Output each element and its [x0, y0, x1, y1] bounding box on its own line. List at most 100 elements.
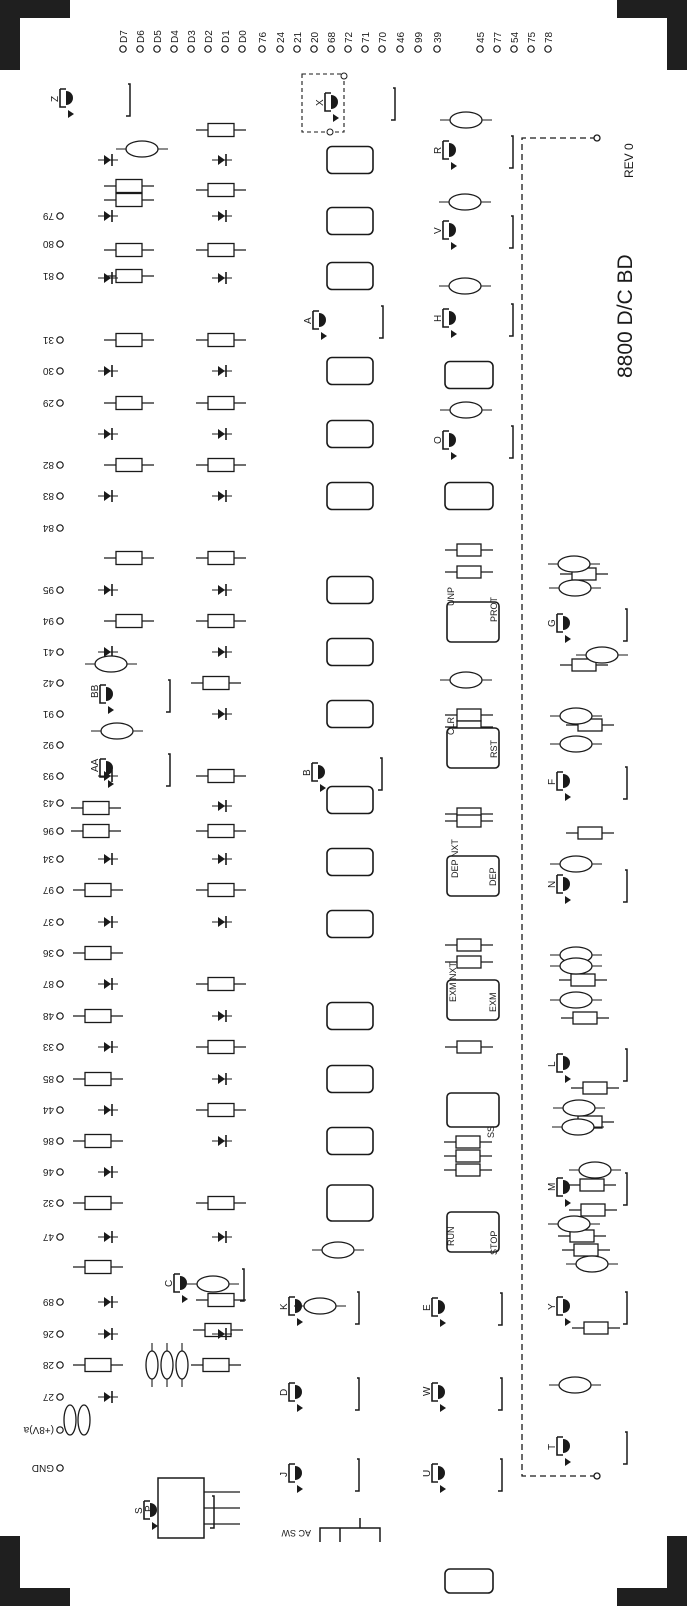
- capacitor-body: [562, 1099, 596, 1117]
- resistor-body: [115, 178, 143, 194]
- left-pin-pad: [56, 336, 64, 344]
- diode-triangle: [218, 647, 225, 657]
- top-pin-pad: [476, 45, 484, 53]
- led-bracket: [556, 1296, 563, 1316]
- capacitor: [576, 646, 628, 664]
- capacitor: [187, 1275, 239, 1293]
- x-terminal-bottom: [326, 128, 334, 136]
- switch-run-stop: [446, 1211, 500, 1253]
- component-label: N: [547, 881, 558, 888]
- component-v: V: [433, 215, 514, 250]
- resistor-body: [455, 1149, 481, 1163]
- ac-switch-mark: AC SW: [281, 1518, 381, 1542]
- diode: [212, 490, 232, 502]
- switch-clr-rst: [446, 727, 500, 769]
- top-pin: D2: [204, 30, 215, 53]
- capacitor-body: [559, 855, 593, 873]
- switch-label: CLR: [446, 716, 456, 735]
- top-pin-pad: [510, 45, 518, 53]
- left-pin: 30: [42, 365, 64, 376]
- left-pin-pad: [56, 949, 64, 957]
- left-pin-label: 47: [42, 1231, 54, 1242]
- top-pin: 54: [510, 31, 521, 53]
- resistor-body: [115, 457, 143, 473]
- top-pin-label: 24: [276, 31, 287, 43]
- top-pin-label: 71: [361, 31, 372, 43]
- left-pin: 26: [42, 1328, 64, 1339]
- component-u: U: [422, 1458, 503, 1493]
- resistor-body: [84, 1259, 112, 1275]
- capacitor: [440, 111, 492, 129]
- top-pin-label: D1: [221, 30, 232, 43]
- left-pin-pad: [56, 367, 64, 375]
- component-label: P: [144, 1505, 155, 1512]
- led-arrow: [565, 1075, 571, 1083]
- ic-footprint: [326, 1184, 374, 1222]
- led-dome: [318, 765, 325, 779]
- left-pin-pad: [56, 1168, 64, 1176]
- resistor: [73, 1008, 123, 1024]
- top-pin: 46: [396, 31, 407, 53]
- component-aa: AA: [90, 753, 171, 788]
- left-pin: 97: [42, 884, 64, 895]
- resistor-body: [84, 1133, 112, 1149]
- switch-label: DEP: [488, 867, 498, 886]
- vertical-capacitor: [77, 1404, 91, 1436]
- led-bracket: [431, 1382, 438, 1402]
- led-dome: [563, 1180, 570, 1194]
- top-pin-pad: [544, 45, 552, 53]
- led-arrow: [152, 1522, 158, 1530]
- ic-footprint: [326, 909, 374, 939]
- resistor-body: [84, 945, 112, 961]
- switch-label: SS: [486, 1126, 496, 1138]
- capacitor: [91, 722, 143, 740]
- diode: [98, 1231, 118, 1243]
- top-pin-pad: [170, 45, 178, 53]
- top-pin-pad: [327, 45, 335, 53]
- top-pin-label: D7: [119, 30, 130, 43]
- led-arrow: [333, 114, 339, 122]
- component-b: B: [302, 757, 383, 792]
- led-bracket: [556, 874, 563, 894]
- diode: [212, 1010, 232, 1022]
- component-outline-bracket: [623, 608, 628, 642]
- diode-triangle: [104, 585, 111, 595]
- top-pin-label: 72: [344, 31, 355, 43]
- top-pin-pad: [527, 45, 535, 53]
- left-pin-label: 94: [42, 615, 54, 626]
- resistor: [445, 814, 493, 828]
- diode-triangle: [218, 709, 225, 719]
- component-y: Y: [547, 1291, 628, 1326]
- corner-mark-top-left: [0, 0, 70, 70]
- resistor: [104, 242, 154, 258]
- left-pin-pad: [56, 648, 64, 656]
- led-dome: [563, 877, 570, 891]
- left-pin-pad: [56, 1199, 64, 1207]
- capacitor-body: [559, 735, 593, 753]
- ic-footprint: [326, 637, 374, 667]
- top-pin-label: D6: [136, 30, 147, 43]
- left-pin: 79: [42, 210, 64, 221]
- component-c: C: [164, 1268, 245, 1303]
- component-outline-bracket: [355, 1291, 360, 1325]
- resistor-body: [207, 823, 235, 839]
- top-pin: 99: [414, 31, 425, 53]
- ic-footprint: [326, 481, 374, 511]
- ic-footprint: [326, 785, 374, 815]
- capacitor-body: [585, 646, 619, 664]
- component-h: H: [433, 303, 514, 338]
- diode: [98, 978, 118, 990]
- diode: [212, 210, 232, 222]
- resistor: [571, 1081, 619, 1095]
- resistor: [104, 613, 154, 629]
- vertical-capacitor: [145, 1343, 159, 1387]
- led-arrow: [565, 793, 571, 801]
- resistor: [558, 1229, 606, 1243]
- diode-triangle: [104, 155, 111, 165]
- left-pin: 86: [42, 1135, 64, 1146]
- left-pin: 80: [42, 238, 64, 249]
- switch-dep: [446, 855, 500, 897]
- component-outline-bracket: [509, 215, 514, 249]
- component-m: M: [547, 1172, 628, 1207]
- component-label: X: [315, 99, 326, 106]
